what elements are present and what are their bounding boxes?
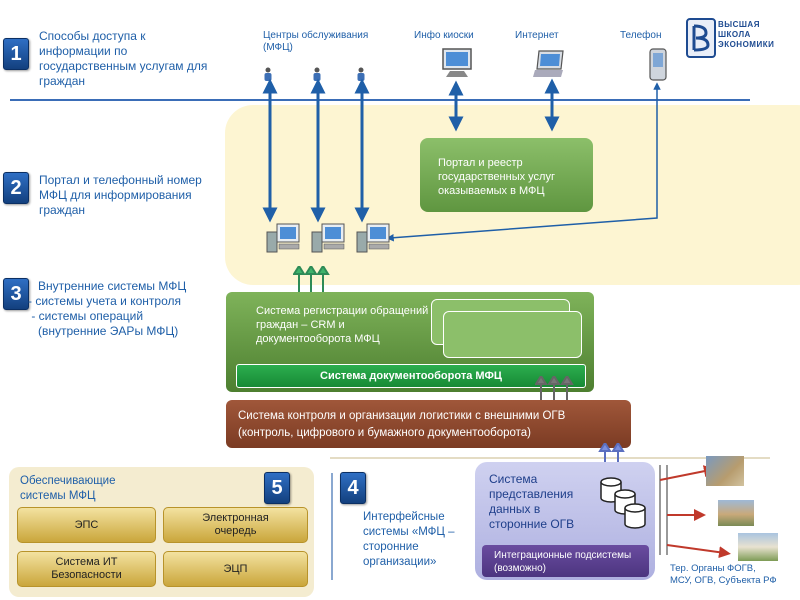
organ-photo-3 bbox=[738, 533, 778, 561]
it-security-button[interactable]: Система ИТ Безопасности bbox=[17, 551, 156, 587]
crm-subpanel-front bbox=[443, 311, 582, 358]
logo-line-3: ЭКОНОМИКИ bbox=[718, 40, 775, 49]
section-5-text: Обеспечивающие системы МФЦ bbox=[20, 475, 116, 502]
section-1-badge: 1 bbox=[3, 38, 29, 70]
portal-registry-text: Портал и реестр государственных услуг ок… bbox=[438, 157, 555, 197]
workstation-icon-3 bbox=[356, 223, 390, 253]
section-3-text: Внутренние системы МФЦ - системы учета и… bbox=[28, 279, 228, 339]
docflow-bar: Система документооборота МФЦ bbox=[236, 364, 586, 388]
database-icon bbox=[600, 477, 646, 529]
workstation-icon-1 bbox=[266, 223, 300, 253]
external-data-title: Система представления данных в сторонние… bbox=[489, 472, 575, 531]
section-1-text: Способы доступа к информации по государс… bbox=[39, 29, 208, 88]
section-3-line-1: Внутренние системы МФЦ bbox=[38, 279, 187, 293]
electronic-queue-label: Электронная очередь bbox=[202, 512, 269, 537]
section-4-text: Интерфейсные системы «МФЦ – сторонние ор… bbox=[363, 511, 455, 568]
docflow-bar-text: Система документооборота МФЦ bbox=[320, 370, 502, 382]
mobile-phone-icon bbox=[649, 48, 667, 81]
section-3-line-2: - системы учета и контроля bbox=[28, 294, 181, 308]
ecp-label: ЭЦП bbox=[223, 562, 248, 575]
channel-internet-label: Интернет bbox=[515, 30, 559, 41]
organ-photo-2 bbox=[718, 500, 754, 526]
section-3-line-3: - системы операций bbox=[28, 309, 144, 323]
logo-line-1: ВЫСШАЯ bbox=[718, 20, 760, 29]
eps-label: ЭПС bbox=[74, 518, 99, 531]
territorial-organs-text: Тер. Органы ФОГВ, МСУ, ОГВ, Субъекта РФ bbox=[670, 563, 777, 586]
eps-button[interactable]: ЭПС bbox=[17, 507, 156, 543]
logistics-system-box: Система контроля и организации логистики… bbox=[226, 400, 631, 448]
integration-subsystems-box: Интеграционные подсистемы (возможно) bbox=[482, 545, 649, 577]
section-5-badge: 5 bbox=[264, 472, 290, 504]
ecp-button[interactable]: ЭЦП bbox=[163, 551, 308, 587]
laptop-icon bbox=[533, 50, 564, 77]
channel-mfc-label: Центры обслуживания (МФЦ) bbox=[263, 30, 369, 53]
workstation-icon-2 bbox=[311, 223, 345, 253]
crm-system-text: Система регистрации обращений граждан – … bbox=[256, 305, 429, 345]
section-3-badge: 3 bbox=[3, 278, 29, 310]
logistics-system-text: Система контроля и организации логистики… bbox=[238, 410, 566, 439]
channel-kiosk-label: Инфо киоски bbox=[414, 30, 474, 41]
section-2-text: Портал и телефонный номер МФЦ для информ… bbox=[39, 173, 202, 217]
integration-subsystems-text: Интеграционные подсистемы (возможно) bbox=[494, 550, 632, 574]
organ-photo-1 bbox=[706, 456, 744, 486]
hse-logo-mark bbox=[686, 18, 716, 58]
section-3-line-4: (внутренние ЭАРы МФЦ) bbox=[38, 324, 179, 338]
channel-phone-label: Телефон bbox=[620, 30, 662, 41]
section-4-badge: 4 bbox=[340, 472, 366, 504]
section-2-badge: 2 bbox=[3, 172, 29, 204]
logo-line-2: ШКОЛА bbox=[718, 30, 751, 39]
top-divider bbox=[10, 99, 750, 101]
electronic-queue-button[interactable]: Электронная очередь bbox=[163, 507, 308, 543]
hse-logo: ВЫСШАЯ ШКОЛА ЭКОНОМИКИ bbox=[686, 18, 796, 60]
it-security-label: Система ИТ Безопасности bbox=[51, 556, 122, 581]
portal-registry-box: Портал и реестр государственных услуг ок… bbox=[420, 138, 593, 212]
kiosk-monitor-icon bbox=[442, 48, 472, 77]
